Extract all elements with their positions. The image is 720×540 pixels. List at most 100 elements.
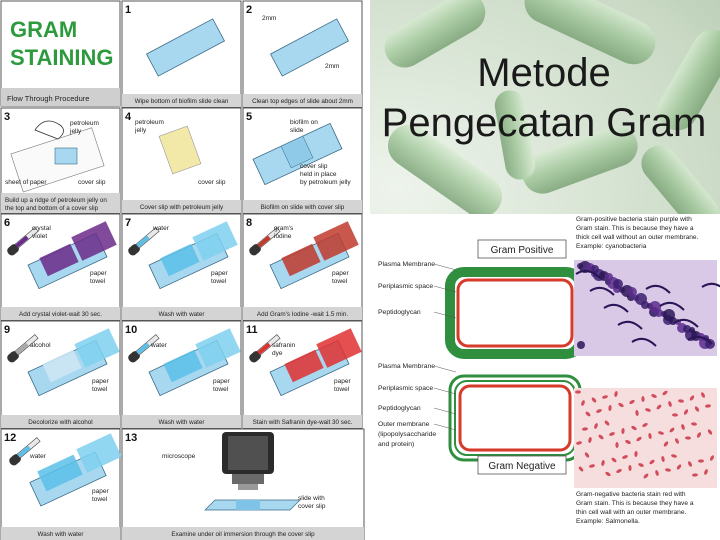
gram-negative-cell-67 xyxy=(615,442,619,448)
gram-positive-cell-27 xyxy=(635,293,647,305)
step-caption-9: Decolorize with alcohol xyxy=(28,419,92,426)
step5-label-biofilm-1: slide xyxy=(290,127,304,134)
gram-negative-cell-41 xyxy=(676,464,682,470)
gram-negative-cell-6 xyxy=(614,391,618,397)
step4-label-jelly-0: petroleum xyxy=(135,119,164,126)
gram-negative-cell-23 xyxy=(698,459,704,463)
step-caption-3b: the top and bottom of a cover slip xyxy=(5,205,99,212)
gram-negative-cell-1 xyxy=(604,420,610,426)
procedure-heading: Flow Through Procedure xyxy=(7,94,89,103)
gram-positive-desc-1: Gram stain. This is because they have a xyxy=(576,225,694,232)
gram-positive-chain-2 xyxy=(603,303,629,313)
gram-negative-cell-30 xyxy=(629,399,635,405)
step-caption-11: Stain with Safranin dye-wait 30 sec. xyxy=(253,419,353,426)
gram-negative-cell-68 xyxy=(643,473,649,479)
gram-negative-cell-56 xyxy=(704,469,708,475)
step-caption-10: Wash with water xyxy=(159,419,205,426)
step-caption-bar-2 xyxy=(243,94,362,107)
gram-negative-layer-3: Outer membrane xyxy=(378,421,430,428)
gram-positive-chain-6 xyxy=(659,301,685,311)
gram-negative-pointer-1 xyxy=(433,387,457,395)
gram-negative-cell-20 xyxy=(611,457,617,463)
gram-negative-cell-4 xyxy=(691,422,697,426)
gram-positive-cell-30 xyxy=(613,279,623,289)
gram-negative-cell-31 xyxy=(658,431,664,435)
gram-positive-desc-2: thick cell wall without an outer membran… xyxy=(576,234,699,241)
gram-negative-cell-11 xyxy=(622,455,628,459)
step3-label-jelly-1: jelly xyxy=(69,128,82,135)
step13-microscope-body xyxy=(228,436,268,470)
step-number-12: 12 xyxy=(4,432,16,444)
slide-title: Metode Pengecatan Gram xyxy=(376,48,712,148)
gram-negative-cell-8 xyxy=(671,454,677,458)
step9-towel xyxy=(74,328,120,368)
gram-positive-tag xyxy=(477,239,567,259)
step-caption-13: Examine under oil immersion through the … xyxy=(171,531,315,538)
step4-label-jelly-1: jelly xyxy=(134,127,147,134)
gram-negative-desc-0: Gram-negative bacteria stain red with xyxy=(576,491,686,498)
step8-label-reagent-0: gram's xyxy=(274,225,294,232)
step8-label-towel-0: paper xyxy=(332,270,349,277)
step9-dropper xyxy=(7,334,39,363)
step2-label-bottom-0: 2mm xyxy=(325,63,339,70)
step6-stain xyxy=(39,243,79,277)
step8-stain xyxy=(281,243,321,277)
gram-negative-cell-43 xyxy=(598,434,604,440)
step-caption-4: Cover slip with petroleum jelly xyxy=(140,204,224,211)
gram-negative-cell-47 xyxy=(578,466,584,472)
step11-label-reagent-0: safranin xyxy=(272,342,296,349)
gram-negative-cell-37 xyxy=(696,432,702,438)
gram-negative-cell-39 xyxy=(618,402,624,408)
step11-dropper xyxy=(249,334,281,363)
step13-objective xyxy=(232,474,264,484)
gram-negative-cell-3 xyxy=(662,390,668,396)
step10-label-towel-1: towel xyxy=(213,386,229,393)
step12-towel xyxy=(76,433,122,473)
gram-positive-layer-0: Plasma Membrane xyxy=(378,261,435,268)
gram-negative-cell-58 xyxy=(625,440,631,444)
gram-positive-cell-35 xyxy=(663,309,675,321)
gram-negative-cell-52 xyxy=(588,437,592,443)
step9-stain xyxy=(42,349,82,383)
step-caption-bar-8 xyxy=(243,307,362,320)
step-caption-bar-11 xyxy=(243,415,362,428)
gram-negative-cell-22 xyxy=(669,427,675,433)
step-caption-bar-1 xyxy=(122,94,241,107)
step13-label-slide-1: cover slip xyxy=(298,503,326,510)
step3-hand xyxy=(34,120,64,140)
step-number-4: 4 xyxy=(125,111,132,123)
gram-negative-cell-45 xyxy=(656,404,662,410)
step13-label-microscope-0: microscope xyxy=(162,453,196,460)
step2-label-top-0: 2mm xyxy=(262,15,276,22)
step-caption-5: Biofilm on slide with cover slip xyxy=(261,204,345,211)
logo-heading-bar xyxy=(1,88,120,106)
gram-positive-chain-4 xyxy=(631,337,657,347)
gram-negative-cell-40 xyxy=(648,433,652,439)
gram-negative-cell-26 xyxy=(649,459,655,465)
step8-label-reagent-1: iodine xyxy=(274,233,292,240)
step-caption-3a: Build up a ridge of petroleum jelly on xyxy=(5,197,107,204)
step-number-13: 13 xyxy=(125,432,137,444)
step-number-10: 10 xyxy=(125,324,137,336)
step13-lens xyxy=(238,484,258,490)
gram-negative-cell-48 xyxy=(608,405,612,411)
step10-label-towel-0: paper xyxy=(213,378,230,385)
gram-negative-cell-24 xyxy=(591,397,597,403)
step3-label-jelly-0: petroleum xyxy=(70,120,99,127)
step-number-8: 8 xyxy=(246,217,252,229)
step9-label-towel-1: towel xyxy=(92,386,108,393)
step10-dropper xyxy=(128,334,160,363)
gram-negative-cell-54 xyxy=(645,408,651,412)
gram-negative-cell-25 xyxy=(621,428,625,434)
gram-negative-cell-12 xyxy=(651,394,657,398)
gram-positive-cell-32 xyxy=(689,327,695,333)
gram-negative-cell-62 xyxy=(605,471,611,477)
gram-negative-layer-2: Peptidoglycan xyxy=(378,405,421,412)
step5-label-coverslip-2: by petroleum jelly xyxy=(300,179,351,186)
gram-positive-chain-3 xyxy=(617,320,643,330)
step7-label-towel-0: paper xyxy=(211,270,228,277)
